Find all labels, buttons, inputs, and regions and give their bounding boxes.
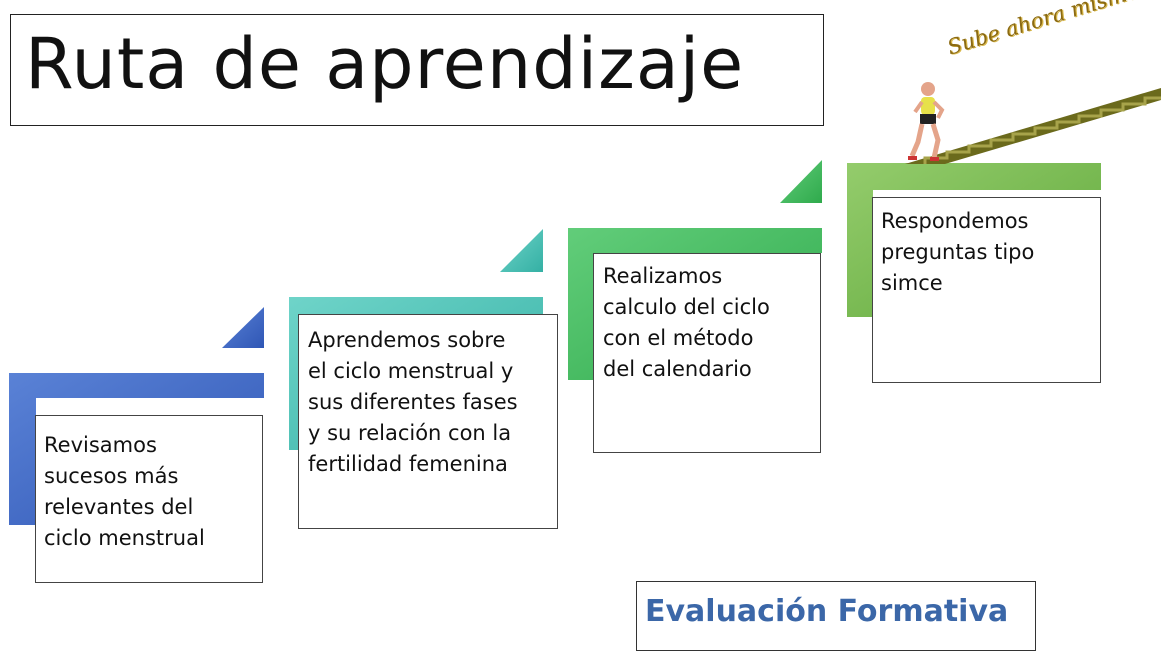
step-4-text: Respondemos preguntas tipo simce [881, 209, 1035, 295]
step-2-arrow [500, 229, 543, 272]
step-3-text: Realizamos calculo del ciclo con el méto… [603, 264, 770, 381]
evaluation-label: Evaluación Formativa [645, 594, 1009, 629]
step-2-box: Aprendemos sobre el ciclo menstrual y su… [298, 314, 558, 529]
step-3-arrow [780, 160, 822, 203]
title-box: Ruta de aprendizaje [10, 14, 824, 126]
step-2-shape [289, 297, 543, 450]
step-1-text: Revisamos sucesos más relevantes del cic… [44, 433, 205, 550]
step-1-arrow [222, 307, 264, 348]
runner-icon [908, 82, 945, 161]
step-4-box: Respondemos preguntas tipo simce [872, 197, 1101, 383]
step-3-box: Realizamos calculo del ciclo con el méto… [593, 253, 821, 453]
staircase-icon [905, 88, 1161, 164]
page-title: Ruta de aprendizaje [25, 23, 745, 105]
step-1-shape [9, 373, 264, 525]
evaluation-box: Evaluación Formativa [636, 581, 1036, 651]
step-2-text: Aprendemos sobre el ciclo menstrual y su… [308, 328, 518, 476]
step-1-box: Revisamos sucesos más relevantes del cic… [35, 415, 263, 583]
